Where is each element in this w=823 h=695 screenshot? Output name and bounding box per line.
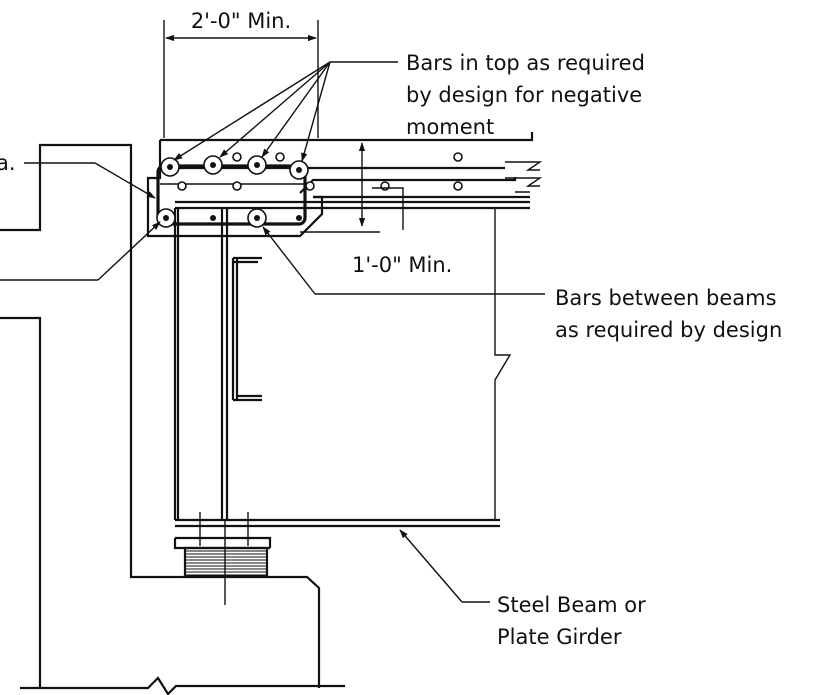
rebar-small-circles — [177, 152, 463, 191]
callout-top-line-3: moment — [406, 115, 494, 139]
callout-top-line-1: Bars in top as required — [406, 51, 645, 75]
dim-side-label: 1'-0" Min. — [352, 253, 452, 277]
callout-left-partial: a. — [0, 151, 161, 281]
stirrup — [156, 164, 307, 226]
connection-stiffener — [231, 256, 262, 402]
dimension-1ft-min: 1'-0" Min. — [300, 142, 452, 277]
dimension-2ft-min: 2'-0" Min. — [163, 9, 319, 138]
steel-beam-bottom-flange — [175, 518, 500, 548]
callout-mid-line-1: Bars between beams — [555, 286, 777, 310]
deck-slab-break-top — [505, 161, 543, 171]
deck-haunch — [299, 177, 530, 199]
callout-left-partial-text: a. — [0, 151, 16, 175]
bearing-pad — [183, 546, 269, 578]
bottom-break-line — [20, 676, 345, 695]
abutment-outline — [0, 143, 321, 688]
callout-top-line-2: by design for negative — [406, 83, 642, 107]
bearing-top — [173, 538, 270, 550]
rebar-circled-bottom — [156, 208, 302, 228]
callout-bottom-line-1: Steel Beam or — [497, 593, 646, 617]
steel-beam-top-flange — [175, 200, 530, 210]
rebar-circled-top — [160, 155, 309, 180]
steel-beam-end-break — [494, 208, 512, 520]
callout-bars-top: Bars in top as required by design for ne… — [173, 51, 645, 162]
callout-bottom-line-2: Plate Girder — [497, 625, 622, 649]
callout-mid-line-2: as required by design — [555, 318, 782, 342]
callout-bars-between: Bars between beams as required by design — [262, 226, 782, 342]
deck-haunch-break — [505, 177, 543, 193]
steel-beam-web — [173, 208, 229, 520]
bearing-hatch — [186, 550, 266, 576]
callout-steel-beam: Steel Beam or Plate Girder — [399, 529, 646, 649]
dim-top-label: 2'-0" Min. — [191, 9, 291, 33]
